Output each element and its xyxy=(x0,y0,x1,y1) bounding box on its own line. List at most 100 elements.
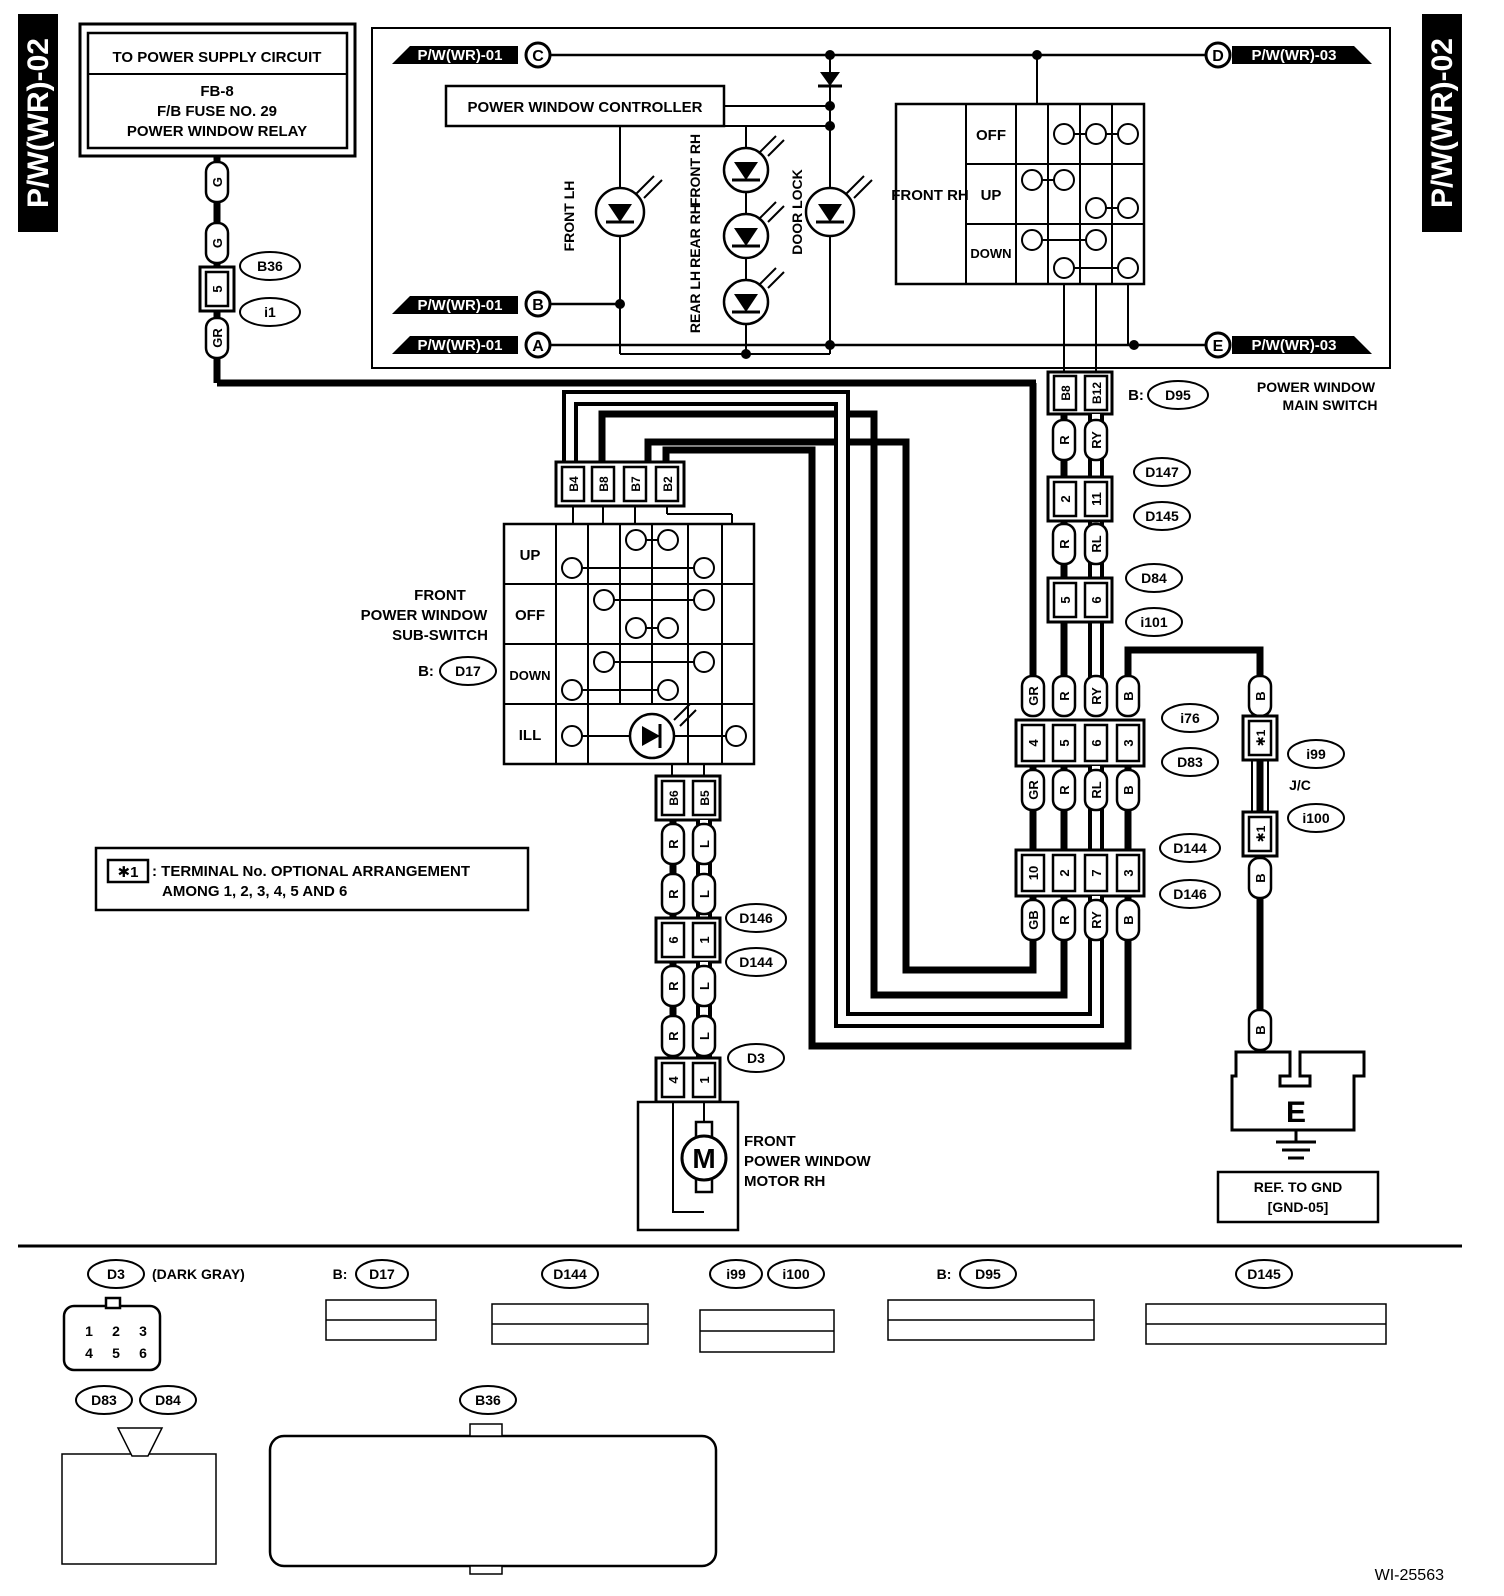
svg-text:5: 5 xyxy=(112,1345,120,1361)
legend-d84-label: D84 xyxy=(155,1392,181,1408)
svg-text:3: 3 xyxy=(139,1323,147,1339)
conn-d3: D3 xyxy=(747,1050,765,1066)
ground-block: E REF. TO GND [GND-05] xyxy=(1216,1050,1380,1224)
motor: M FRONT POWER WINDOW MOTOR RH xyxy=(636,1100,871,1232)
wire-b-gnd: B xyxy=(1253,1025,1268,1034)
pin-d3-1: 1 xyxy=(697,1076,712,1083)
conn-d83: D83 xyxy=(1177,754,1203,770)
led-front-lh: FRONT LH xyxy=(561,175,663,251)
legend-d145-label: D145 xyxy=(1247,1266,1281,1282)
sub-switch-ill: ILL xyxy=(519,727,542,744)
led-front-rh: FRONT RH xyxy=(687,134,785,206)
conn-i99: i99 xyxy=(1306,746,1326,762)
wire-l-motor-1: L xyxy=(697,840,712,848)
wire-l-motor-3: L xyxy=(697,982,712,990)
legend-d3-label: D3 xyxy=(107,1266,125,1282)
conn-d17: D17 xyxy=(455,663,481,679)
conn-d84: D84 xyxy=(1141,570,1167,586)
pin-d144-2: 2 xyxy=(1057,869,1072,876)
pin-b36-5: 5 xyxy=(210,285,225,292)
pin-i76-3: 3 xyxy=(1121,739,1136,746)
led-front-rh-label: FRONT RH xyxy=(687,134,703,206)
power-supply-line3: POWER WINDOW RELAY xyxy=(127,123,307,140)
power-supply-wire: G G 5 GR B36 i1 xyxy=(198,156,1036,387)
pin-d144-3: 3 xyxy=(1121,869,1136,876)
side-tag-left-text: P/W(WR)-02 xyxy=(22,38,55,208)
ref-a-letter: A xyxy=(532,338,544,355)
note-line1: : TERMINAL No. OPTIONAL ARRANGEMENT xyxy=(152,863,470,880)
pin-d84-6: 6 xyxy=(1089,596,1104,603)
pin-d144-7: 7 xyxy=(1089,869,1104,876)
d95-prefix: B: xyxy=(1128,387,1144,404)
wire-rl-d145: RL xyxy=(1089,535,1104,552)
pin-d17-b8: B8 xyxy=(597,476,611,492)
wire-b-jc-top: B xyxy=(1253,691,1268,700)
power-supply-line1: FB-8 xyxy=(200,83,233,100)
sub-switch-title3: SUB-SWITCH xyxy=(392,627,488,644)
pin-d17-b4: B4 xyxy=(567,476,581,492)
motor-line2: POWER WINDOW xyxy=(744,1153,871,1170)
wire-b-jc-bottom: B xyxy=(1253,873,1268,882)
ref-d-letter: D xyxy=(1212,48,1224,65)
ref-b-letter: B xyxy=(532,297,544,314)
legend-d144-label: D144 xyxy=(553,1266,587,1282)
led-rear-rh: REAR RH xyxy=(687,201,785,268)
legend-d83-label: D83 xyxy=(91,1392,117,1408)
main-frame xyxy=(371,27,1391,369)
sub-switch-up: UP xyxy=(520,547,541,564)
ground-wire: B ✱1 ✱1 B i99 J/C i100 B xyxy=(1124,646,1345,1052)
wire-label-g2: G xyxy=(210,238,225,248)
pin-d84-5: 5 xyxy=(1058,596,1073,603)
wire-ry-i76: RY xyxy=(1089,687,1104,705)
legend-d3-note: (DARK GRAY) xyxy=(152,1266,245,1282)
svg-text:4: 4 xyxy=(85,1345,93,1361)
main-switch-table: FRONT RH OFF UP DOWN xyxy=(891,55,1146,380)
legend-i100-label: i100 xyxy=(782,1266,809,1282)
pin-i76-6: 6 xyxy=(1089,739,1104,746)
conn-d145: D145 xyxy=(1145,508,1179,524)
pin-d95-b12: B12 xyxy=(1090,382,1104,404)
pin-i76-4: 4 xyxy=(1026,739,1041,747)
ground-ref1: REF. TO GND xyxy=(1254,1179,1342,1195)
wire-r-d146: R xyxy=(1057,915,1072,925)
led-door-lock-label: DOOR LOCK xyxy=(789,169,805,255)
svg-text:1: 1 xyxy=(85,1323,93,1339)
wire-r-d145: R xyxy=(1057,539,1072,549)
note-star: ✱1 xyxy=(118,864,139,881)
wire-b-d83: B xyxy=(1121,785,1136,794)
side-tag-left xyxy=(18,14,58,232)
sub-switch-off: OFF xyxy=(515,607,545,624)
ref-e-letter: E xyxy=(1213,338,1224,355)
wire-gr-i76: GR xyxy=(1026,686,1041,706)
conn-d144-left: D144 xyxy=(739,954,773,970)
d144-d146-right-connector: 10 2 7 3 D144 D146 xyxy=(1014,833,1221,909)
pin-d146-6: 6 xyxy=(666,936,681,943)
wire-r-d83: R xyxy=(1057,785,1072,795)
pin-i99-star: ✱1 xyxy=(1254,729,1268,746)
wire-r-i76: R xyxy=(1057,691,1072,701)
ref-d-label: P/W(WR)-03 xyxy=(1252,47,1337,64)
wire-r-motor-1: R xyxy=(666,839,681,849)
wire-label-g1: G xyxy=(210,177,225,187)
ref-c-label: P/W(WR)-01 xyxy=(418,47,503,64)
side-tag-right-text: P/W(WR)-02 xyxy=(1426,38,1459,208)
pin-d3-4: 4 xyxy=(666,1076,681,1084)
main-switch-row-label: FRONT RH xyxy=(891,187,969,204)
pin-d144-10: 10 xyxy=(1026,866,1041,880)
conn-d144-right: D144 xyxy=(1173,840,1207,856)
main-switch-wires: R RY 2 11 D147 D145 R RL 5 6 D84 i101 xyxy=(1046,414,1191,678)
wire-r-motor-2: R xyxy=(666,889,681,899)
sub-switch-prefix: B: xyxy=(418,663,434,680)
main-switch-off: OFF xyxy=(976,127,1006,144)
side-tag-right xyxy=(1422,14,1462,232)
sub-switch-down: DOWN xyxy=(509,668,550,683)
legend-i99-label: i99 xyxy=(726,1266,746,1282)
ref-b: P/W(WR)-01 B xyxy=(392,290,620,318)
wire-r-motor-3: R xyxy=(666,981,681,991)
pin-d17-b6: B6 xyxy=(667,790,681,806)
legend-d95: B: D95 xyxy=(887,1259,1095,1341)
controller-label: POWER WINDOW CONTROLLER xyxy=(468,99,703,116)
motor-line3: MOTOR RH xyxy=(744,1173,825,1190)
ref-e: E P/W(WR)-03 xyxy=(1204,331,1372,359)
